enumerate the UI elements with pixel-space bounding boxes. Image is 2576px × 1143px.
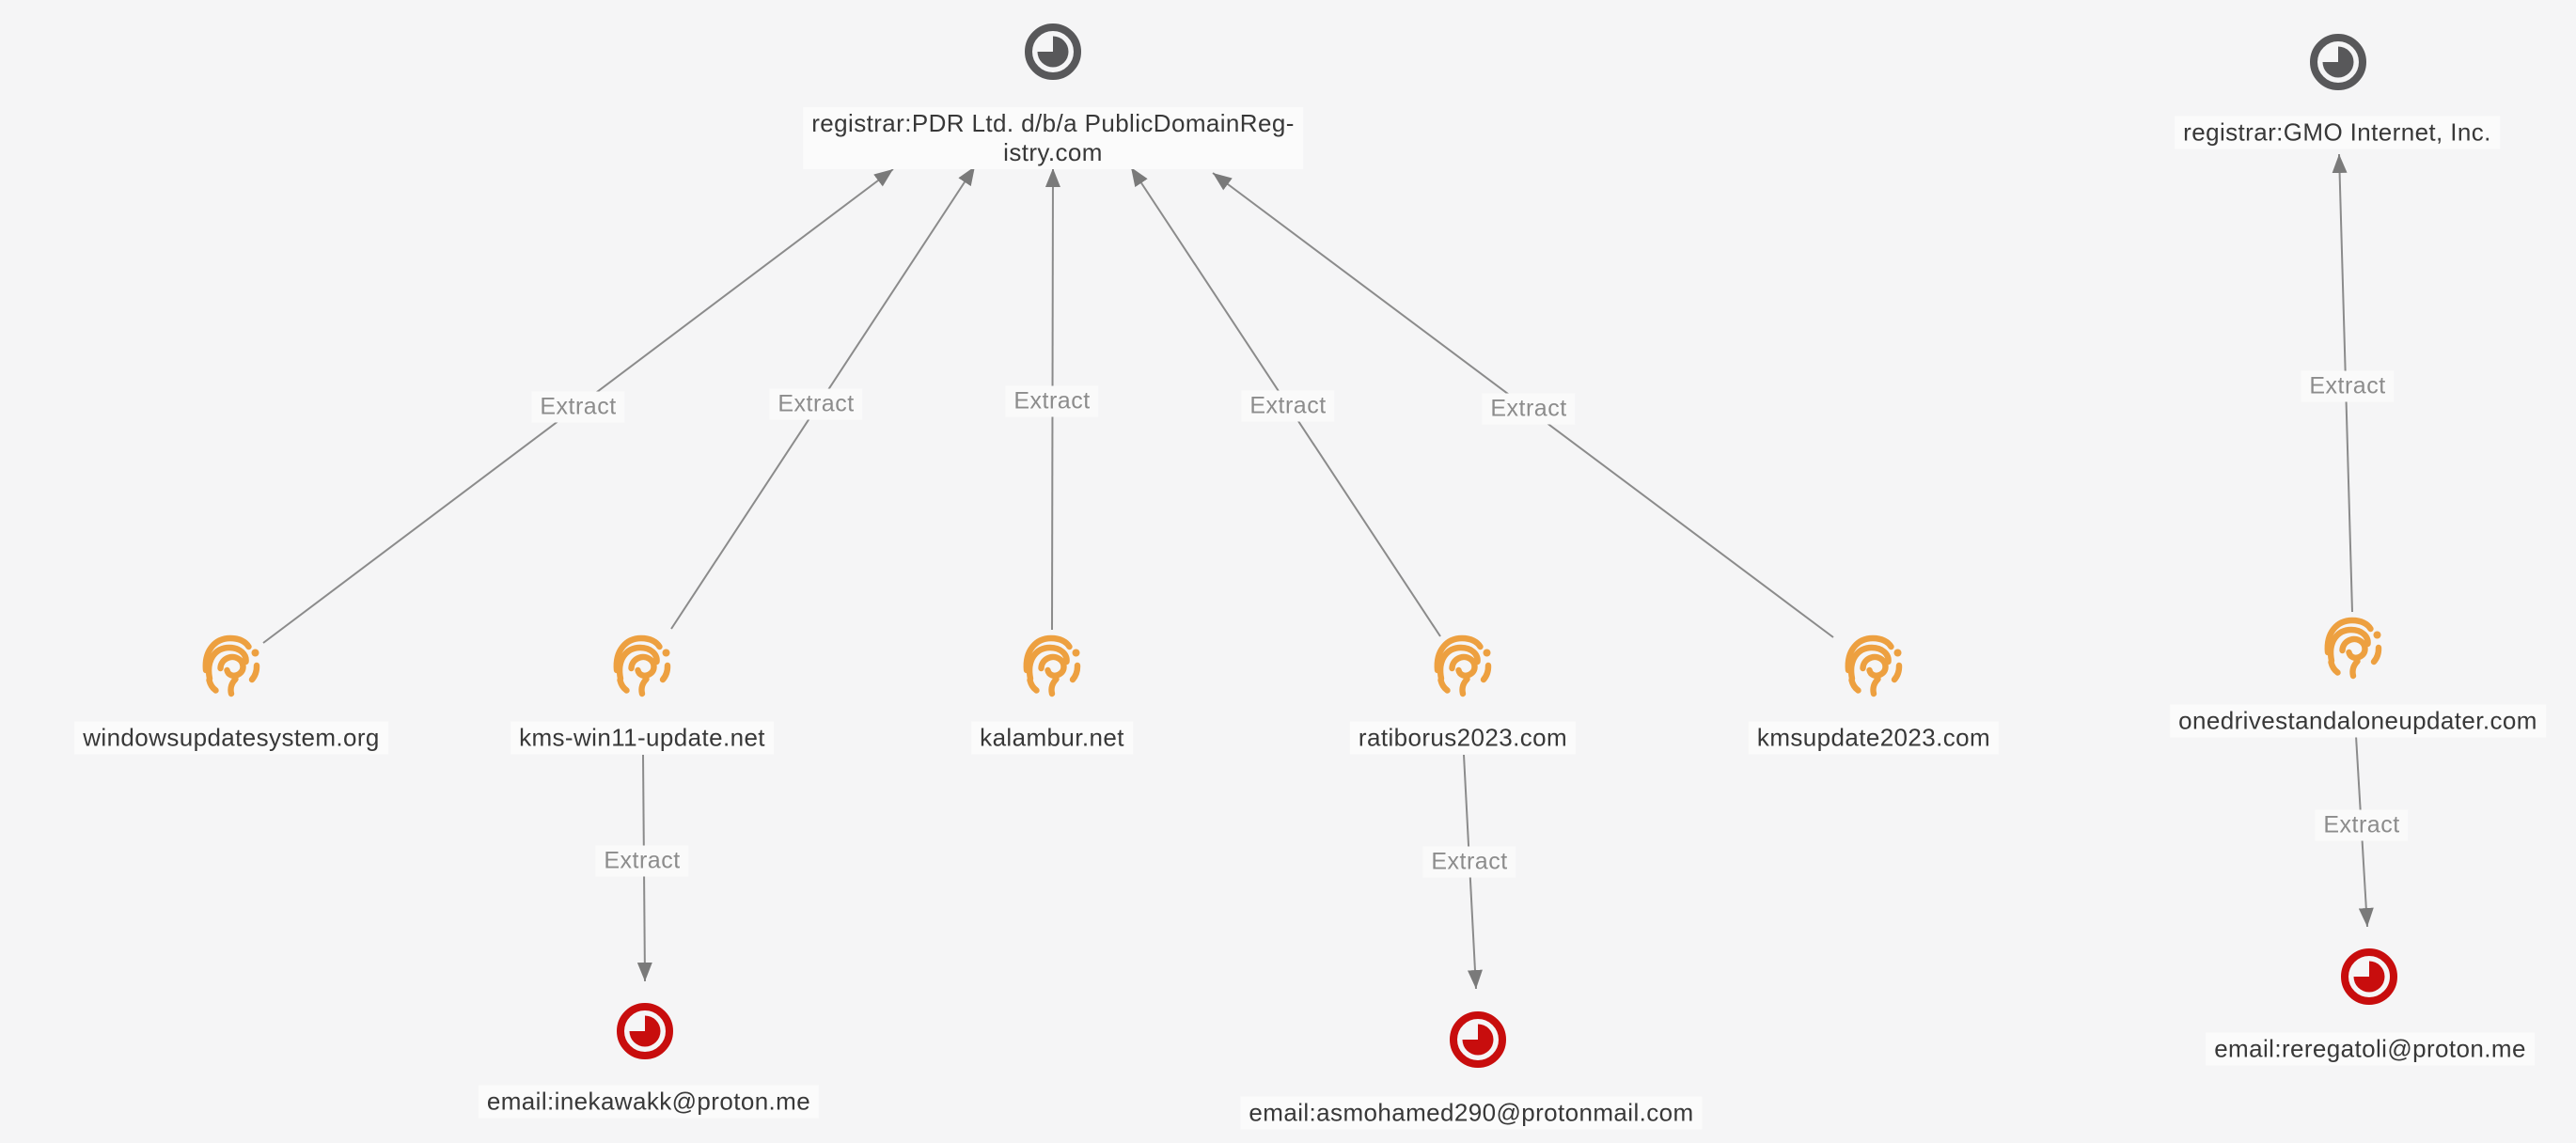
node-domain-onedrivestandaloneupdater-com[interactable] [2323,617,2383,685]
node-label-email-asmohamed290[interactable]: email:asmohamed290@protonmail.com [1240,1096,1703,1130]
edge-label-domain-onedrivestandaloneupdater-com-to-email-reregatoli[interactable]: Extract [2315,809,2409,841]
node-email-reregatoli[interactable] [2338,946,2400,1012]
edge-label-domain-ratiborus2023-com-to-email-asmohamed290[interactable]: Extract [1422,846,1516,878]
edge-label-domain-windowsupdatesystem-org-to-registrar-pdr[interactable]: Extract [531,391,625,423]
edge-label-domain-kms-win11-update-net-to-registrar-pdr[interactable]: Extract [769,388,863,420]
pie-chart-icon [2341,948,2397,1005]
pie-chart-icon [617,1003,673,1059]
node-label-line: ratiborus2023.com [1358,723,1568,752]
pie-chart-icon [1450,1011,1506,1068]
node-label-line: email:asmohamed290@protonmail.com [1249,1098,1694,1127]
fingerprint-icon [2324,617,2382,680]
fingerprint-icon [202,634,260,697]
node-domain-kmsupdate2023-com[interactable] [1844,634,1904,703]
fingerprint-icon [1434,634,1492,697]
node-label-line: onedrivestandaloneupdater.com [2178,706,2537,735]
node-label-domain-kmsupdate2023-com[interactable]: kmsupdate2023.com [1748,721,2000,755]
node-label-registrar-pdr[interactable]: registrar:PDR Ltd. d/b/a PublicDomainReg… [803,107,1303,169]
node-label-domain-ratiborus2023-com[interactable]: ratiborus2023.com [1349,721,1577,755]
node-label-registrar-gmo[interactable]: registrar:GMO Internet, Inc. [2175,116,2500,149]
fingerprint-icon [1845,634,1903,697]
node-label-line: kalambur.net [980,723,1124,752]
edge-label-domain-kmsupdate2023-com-to-registrar-pdr[interactable]: Extract [1482,393,1576,425]
node-label-domain-windowsupdatesystem-org[interactable]: windowsupdatesystem.org [74,721,388,755]
node-label-line: email:reregatoli@proton.me [2214,1034,2526,1063]
node-label-email-reregatoli[interactable]: email:reregatoli@proton.me [2206,1032,2535,1066]
node-label-line: istry.com [1003,138,1103,166]
node-email-inekawakk[interactable] [614,1000,676,1067]
node-label-line: kmsupdate2023.com [1756,723,1991,752]
fingerprint-icon [1023,634,1081,697]
node-label-line: registrar:GMO Internet, Inc. [2183,117,2491,147]
edge-label-domain-onedrivestandaloneupdater-com-to-registrar-gmo[interactable]: Extract [2301,370,2395,402]
node-label-line: email:inekawakk@proton.me [486,1087,811,1116]
node-label-email-inekawakk[interactable]: email:inekawakk@proton.me [478,1085,820,1119]
node-registrar-pdr[interactable] [1022,21,1084,87]
edge-label-domain-kalambur-net-to-registrar-pdr[interactable]: Extract [1005,385,1099,417]
node-label-line: windowsupdatesystem.org [83,723,380,752]
pie-chart-icon [1025,23,1081,80]
node-label-line: registrar:PDR Ltd. d/b/a PublicDomainReg… [811,109,1295,137]
node-registrar-gmo[interactable] [2307,31,2369,98]
node-email-asmohamed290[interactable] [1447,1009,1509,1075]
pie-chart-icon [2310,34,2366,90]
node-label-domain-kalambur-net[interactable]: kalambur.net [971,721,1133,755]
node-domain-kms-win11-update-net[interactable] [612,634,672,703]
node-domain-windowsupdatesystem-org[interactable] [201,634,261,703]
edge-label-domain-ratiborus2023-com-to-registrar-pdr[interactable]: Extract [1241,390,1335,422]
node-label-domain-onedrivestandaloneupdater-com[interactable]: onedrivestandaloneupdater.com [2170,704,2546,738]
node-label-line: kms-win11-update.net [519,723,765,752]
node-label-domain-kms-win11-update-net[interactable]: kms-win11-update.net [510,721,774,755]
fingerprint-icon [613,634,671,697]
edge-label-domain-kms-win11-update-net-to-email-inekawakk[interactable]: Extract [595,845,689,877]
node-domain-kalambur-net[interactable] [1022,634,1082,703]
node-domain-ratiborus2023-com[interactable] [1433,634,1493,703]
